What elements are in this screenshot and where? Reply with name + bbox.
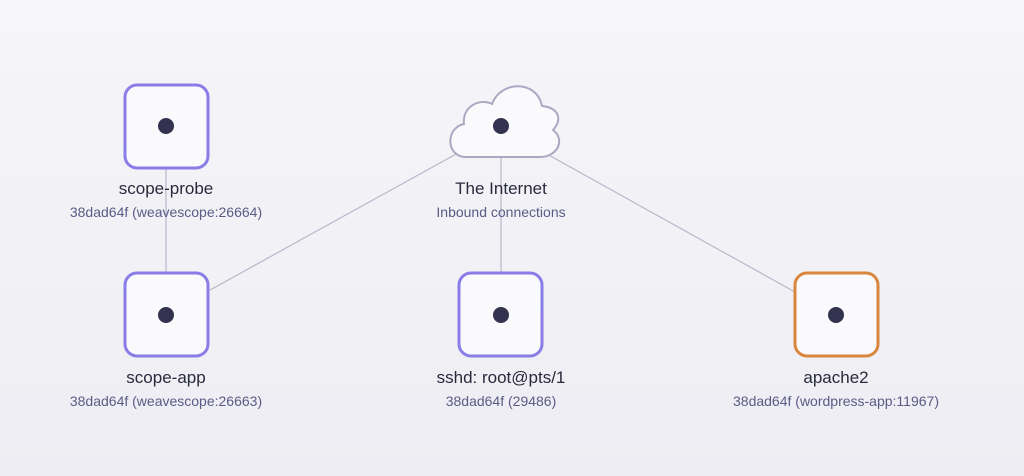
node-scope-app[interactable]: scope-app 38dad64f (weavescope:26663): [70, 271, 262, 409]
edge-scope-app-internet: [209, 152, 459, 291]
node-internet-dot: [493, 118, 509, 134]
node-apache2[interactable]: apache2 38dad64f (wordpress-app:11967): [733, 271, 939, 409]
node-internet-label: The Internet: [455, 179, 547, 198]
node-sshd-sublabel: 38dad64f (29486): [446, 393, 557, 409]
node-internet[interactable]: The Internet Inbound connections: [436, 85, 566, 220]
node-sshd-dot: [493, 307, 509, 323]
edges: [165, 152, 796, 293]
node-scope-probe-label: scope-probe: [119, 179, 214, 198]
node-scope-app-label: scope-app: [126, 368, 205, 387]
node-apache2-label: apache2: [803, 368, 868, 387]
edge-internet-apache2: [544, 152, 796, 293]
node-scope-app-sublabel: 38dad64f (weavescope:26663): [70, 393, 262, 409]
node-scope-app-dot: [158, 307, 174, 323]
node-sshd[interactable]: sshd: root@pts/1 38dad64f (29486): [437, 271, 566, 409]
node-scope-probe-sublabel: 38dad64f (weavescope:26664): [70, 204, 262, 220]
node-internet-sublabel: Inbound connections: [436, 204, 565, 220]
node-sshd-label: sshd: root@pts/1: [437, 368, 566, 387]
node-apache2-dot: [828, 307, 844, 323]
node-scope-probe-dot: [158, 118, 174, 134]
node-apache2-sublabel: 38dad64f (wordpress-app:11967): [733, 393, 939, 409]
node-scope-probe[interactable]: scope-probe 38dad64f (weavescope:26664): [70, 83, 262, 220]
